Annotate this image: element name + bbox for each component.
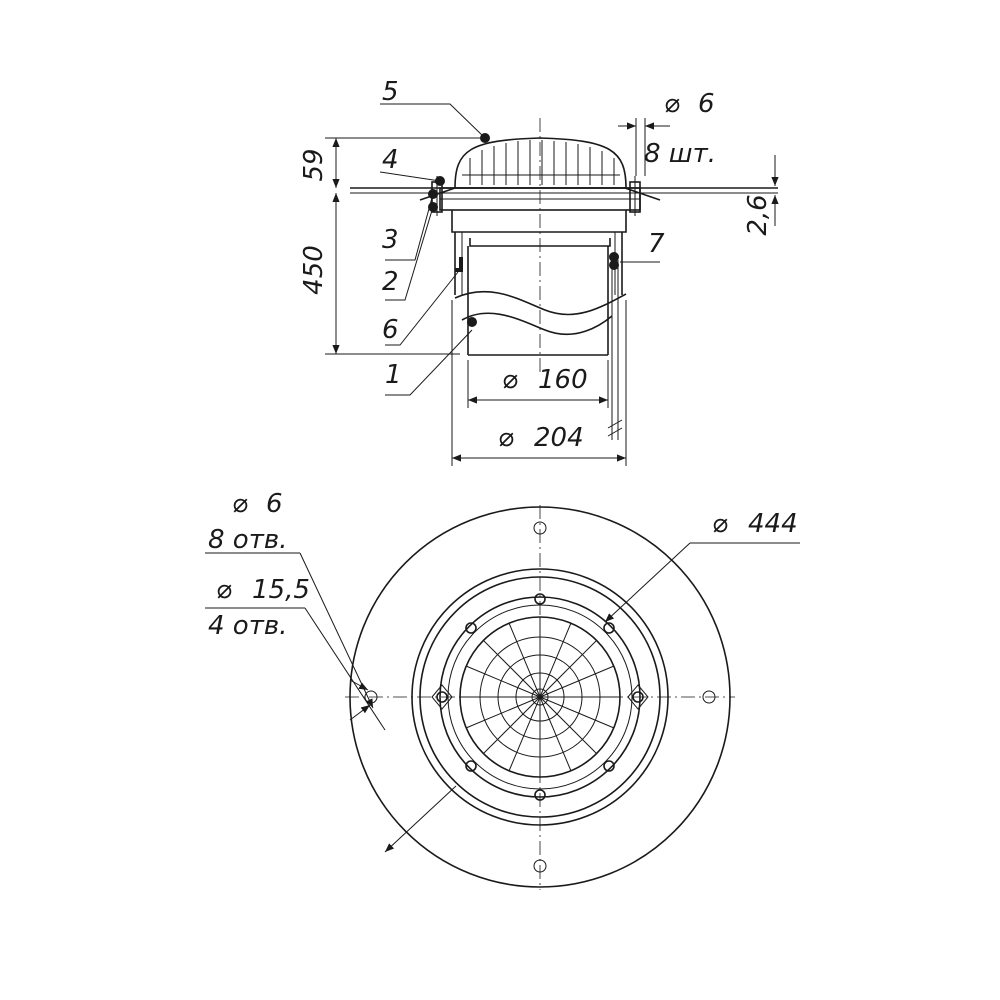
dim-inner-dia: 160 — [538, 365, 588, 395]
dim-height-top: 59 — [299, 148, 329, 181]
callout-5: 5 — [382, 77, 399, 107]
hole-small-dia: 6 — [266, 489, 283, 519]
drain-body — [451, 210, 627, 440]
dim-thickness: 2,6 — [743, 194, 773, 235]
hole-small-count: 8 отв. — [208, 525, 287, 555]
callout-6: 6 — [382, 315, 399, 345]
hole-small-dia-symbol: ⌀ — [232, 489, 248, 519]
plan-view: ⌀ 6 8 отв. ⌀ 15,5 4 отв. ⌀ 444 — [205, 489, 800, 890]
hole-large-dia: 15,5 — [252, 575, 310, 605]
dim-outer-dia-symbol: ⌀ — [498, 423, 514, 453]
dim-bolt-dia: 6 — [698, 89, 715, 119]
callout-7: 7 — [648, 229, 665, 259]
callout-3: 3 — [382, 225, 399, 255]
side-view: 5 4 3 2 6 1 7 59 450 ⌀ 6 8 шт. 2,6 ⌀ 160 — [299, 77, 779, 466]
callout-2: 2 — [382, 267, 399, 297]
callout-1: 1 — [385, 360, 402, 390]
dim-inner-dia-symbol: ⌀ — [502, 365, 518, 395]
hole-large-dia-symbol: ⌀ — [216, 575, 232, 605]
hole-large-count: 4 отв. — [208, 611, 287, 641]
flange-dia-symbol: ⌀ — [712, 509, 728, 539]
callout-4: 4 — [382, 145, 399, 175]
dim-height-body: 450 — [299, 245, 329, 295]
flange-dia: 444 — [748, 509, 798, 539]
leaf-guard-dome — [454, 137, 627, 189]
dim-outer-dia: 204 — [534, 423, 584, 453]
dim-bolt-dia-symbol: ⌀ — [664, 89, 680, 119]
dim-bolt-count: 8 шт. — [644, 139, 716, 169]
